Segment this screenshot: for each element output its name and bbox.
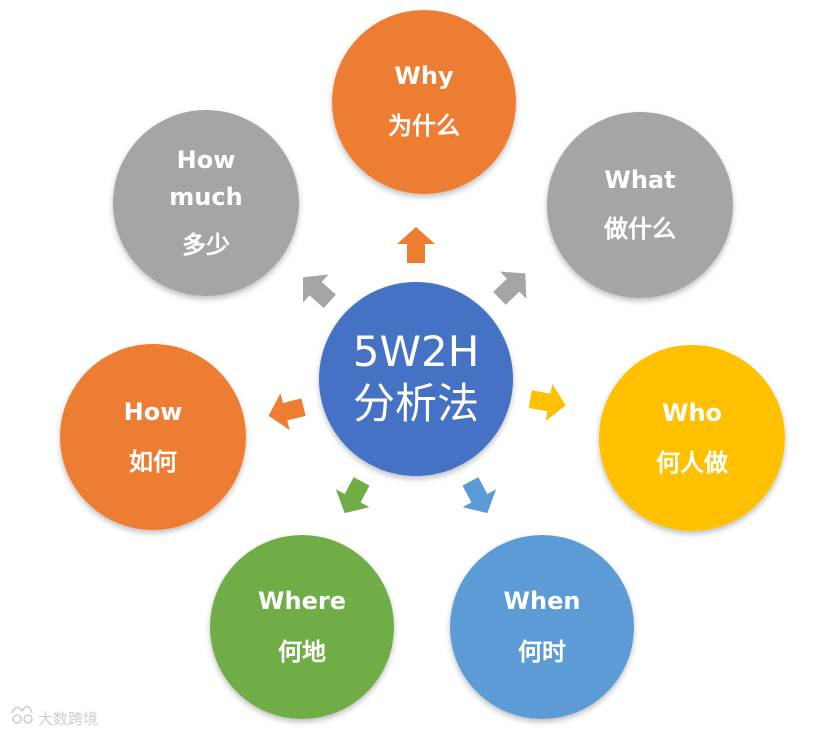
node-label-en: What (604, 166, 675, 194)
arrow-what-icon (493, 271, 527, 305)
node-label-en: Who (662, 399, 722, 427)
node-how-much: How much 多少 (113, 110, 299, 296)
node-how: How 如何 (60, 344, 246, 530)
node-label-en: Where (258, 587, 346, 615)
watermark-logo-icon (11, 705, 33, 724)
node-label-zh: 何地 (278, 638, 326, 666)
node-circle (332, 10, 516, 194)
node-when: When 何时 (450, 535, 634, 719)
watermark: 大数跨境 (11, 705, 98, 728)
node-circle (60, 344, 246, 530)
node-label-en: How (124, 398, 183, 426)
watermark-text: 大数跨境 (38, 710, 98, 728)
node-circle (547, 112, 733, 298)
arrow-when-icon (462, 477, 497, 514)
node-label-zh: 何人做 (656, 449, 728, 477)
center-circle (319, 282, 513, 476)
node-where: Where 何地 (210, 535, 394, 719)
center-title: 5W2H (353, 327, 480, 376)
node-label-en: Why (394, 62, 454, 90)
node-circle (210, 535, 394, 719)
node-label-zh: 为什么 (388, 112, 460, 140)
node-circle (113, 110, 299, 296)
arrow-where-icon (335, 477, 370, 514)
node-label-zh: 何时 (518, 638, 566, 666)
arrow-why-icon (397, 227, 435, 263)
node-circle (599, 345, 785, 531)
arrow-how-much-icon (303, 274, 336, 309)
node-who: Who 何人做 (599, 345, 785, 531)
arrow-who-icon (528, 383, 566, 422)
node-label-zh: 如何 (129, 448, 177, 476)
node-label-zh: 多少 (182, 231, 230, 259)
node-what: What 做什么 (547, 112, 733, 298)
node-why: Why 为什么 (332, 10, 516, 194)
node-circle (450, 535, 634, 719)
center-subtitle: 分析法 (353, 379, 479, 428)
node-label-en: When (504, 587, 581, 615)
arrows-layer (268, 227, 566, 514)
node-label-en-line1: How (177, 146, 236, 174)
center-node: 5W2H 分析法 (319, 282, 513, 476)
node-label-zh: 做什么 (603, 215, 676, 243)
arrow-how-icon (268, 393, 306, 431)
node-label-en-line2: much (169, 183, 242, 211)
